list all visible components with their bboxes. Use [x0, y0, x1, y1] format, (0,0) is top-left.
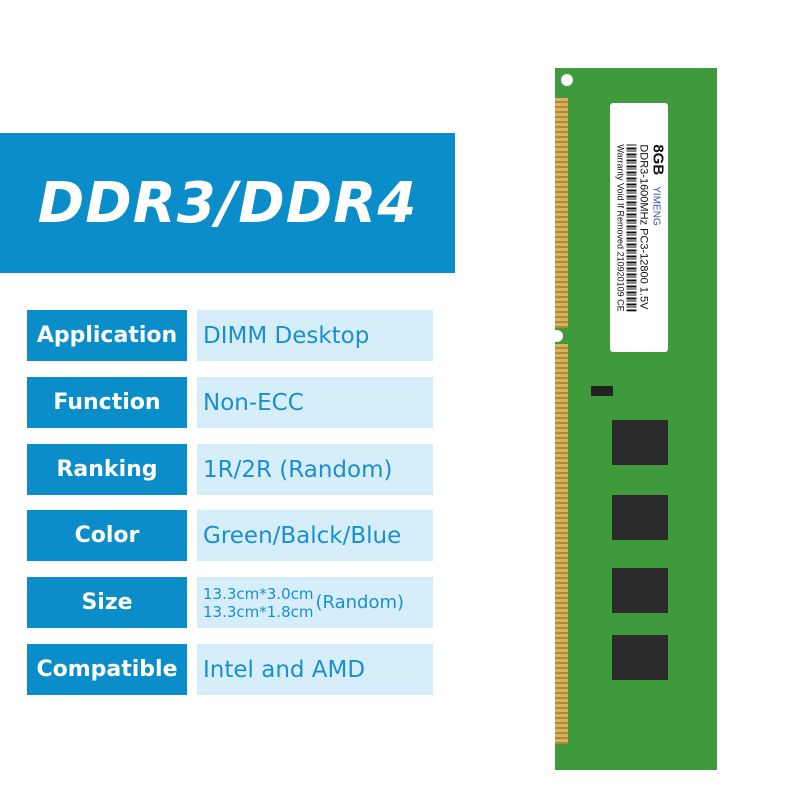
memory-chip — [612, 420, 668, 465]
capacity: 8GB — [649, 143, 667, 175]
key-notch — [553, 330, 563, 342]
title: DDR3/DDR4 — [37, 170, 418, 236]
mounting-hole — [561, 74, 573, 86]
size-line: 13.3cm*3.0cm — [203, 584, 314, 603]
spec-value: Non-ECC — [197, 377, 433, 428]
size-line: 13.3cm*1.8cm — [203, 602, 314, 621]
spec-value: DIMM Desktop — [197, 310, 433, 361]
spec-label: Color — [27, 510, 187, 561]
ce-mark: CE — [615, 298, 626, 312]
gold-contacts — [555, 344, 568, 744]
size-suffix: (Random) — [315, 592, 405, 613]
spec-label: Function — [27, 377, 187, 428]
serial: 210920109 — [615, 251, 626, 297]
gold-contacts — [555, 98, 568, 328]
spec-label: Application — [27, 310, 187, 361]
spec-value: Intel and AMD — [197, 644, 433, 695]
spd-chip — [591, 386, 613, 396]
spec-label: Ranking — [27, 444, 187, 495]
barcode — [626, 143, 637, 312]
spec-value: 1R/2R (Random) — [197, 444, 433, 495]
memory-chip — [612, 568, 668, 613]
brand-logo: YIMENG — [650, 185, 662, 226]
spec-value: Green/Balck/Blue — [197, 510, 433, 561]
module-label: 8GB YIMENG DDR3-1600MHz PC3-12800 1.5V W… — [610, 103, 668, 352]
spec-label: Size — [27, 577, 187, 628]
spec-label: Compatible — [27, 644, 187, 695]
memory-chip — [612, 495, 668, 540]
title-banner: DDR3/DDR4 — [0, 133, 455, 273]
module-spec: DDR3-1600MHz PC3-12800 1.5V — [637, 143, 650, 309]
warranty-text: Warranty Void If Removed — [615, 143, 626, 249]
ram-module-image: 8GB YIMENG DDR3-1600MHz PC3-12800 1.5V W… — [553, 68, 717, 770]
memory-chip — [612, 635, 668, 680]
